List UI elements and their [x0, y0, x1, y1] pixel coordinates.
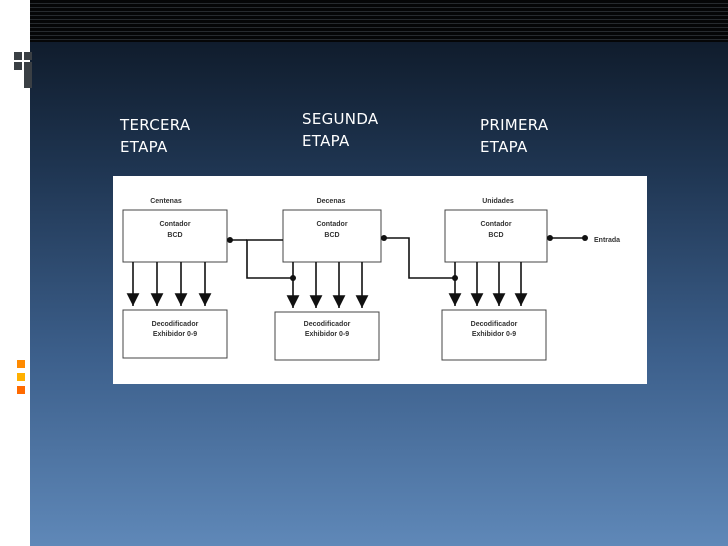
decoder-label-centenas-2: Exhibidor 0-9	[153, 331, 197, 338]
counter-label-centenas-2: BCD	[167, 232, 182, 239]
counter-diagram-svg: Centenas Decenas Unidades Contador BCD C…	[122, 198, 620, 361]
counter-diagram: Centenas Decenas Unidades Contador BCD C…	[113, 176, 647, 384]
decoder-label-unidades-1: Decodificador	[471, 321, 518, 328]
side-decoration	[17, 360, 25, 399]
decoder-label-decenas-2: Exhibidor 0-9	[305, 331, 349, 338]
decoder-label-unidades-2: Exhibidor 0-9	[472, 331, 516, 338]
counter-box-unidades	[444, 209, 548, 263]
counter-label-centenas-1: Contador	[159, 221, 190, 228]
left-white-strip	[0, 0, 30, 546]
decoder-box-centenas	[122, 309, 228, 359]
bcd-lines-centenas	[126, 262, 212, 306]
bcd-lines-decenas	[286, 262, 369, 308]
column-title-centenas: Centenas	[150, 198, 182, 205]
grid-decoration	[14, 52, 32, 88]
column-title-decenas: Decenas	[317, 198, 346, 205]
counter-label-decenas-2: BCD	[324, 232, 339, 239]
stage-label-segunda: SEGUNDA ETAPA	[302, 110, 379, 150]
stage-label-primera: PRIMERA ETAPA	[480, 116, 549, 156]
counter-box-decenas	[282, 209, 382, 263]
decoder-box-unidades	[441, 309, 547, 361]
counter-label-unidades-2: BCD	[488, 232, 503, 239]
junction-dot-unidades-low	[452, 275, 458, 281]
bcd-lines-unidades	[448, 262, 528, 306]
counter-box-centenas	[122, 209, 228, 263]
decoder-label-decenas-1: Decodificador	[304, 321, 351, 328]
counter-label-unidades-1: Contador	[480, 221, 511, 228]
decoder-label-centenas-1: Decodificador	[152, 321, 199, 328]
carry-line-unidades-to-decenas	[381, 237, 455, 279]
junction-dot-unidades	[547, 235, 553, 241]
junction-dot-decenas-low	[290, 275, 296, 281]
column-title-unidades: Unidades	[482, 198, 514, 205]
input-label: Entrada	[594, 237, 620, 244]
counter-label-decenas-1: Contador	[316, 221, 347, 228]
top-striped-band	[30, 0, 728, 42]
input-terminal	[582, 235, 588, 241]
stage-label-tercera: TERCERA ETAPA	[120, 116, 191, 156]
decoder-box-decenas	[274, 311, 380, 361]
carry-line-decenas-to-centenas	[246, 239, 293, 279]
junction-dot-decenas	[381, 235, 387, 241]
